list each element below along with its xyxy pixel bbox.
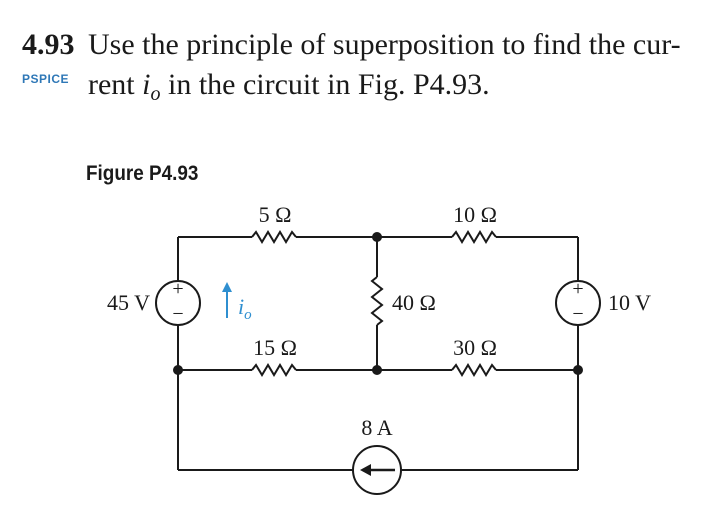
resistor-40-ohm xyxy=(370,276,384,326)
label-40-ohm: 40 Ω xyxy=(392,290,436,315)
nodes xyxy=(173,232,583,375)
figure-caption: Figure P4.93 xyxy=(86,162,199,185)
label-10-volt: 10 V xyxy=(608,290,651,315)
current-source-8a xyxy=(352,445,402,495)
resistor-5-ohm xyxy=(251,230,297,244)
source-10v-circle xyxy=(555,280,601,326)
current-variable-subscript: o xyxy=(150,83,161,105)
node-mid-left xyxy=(173,365,183,375)
left-arrow-icon xyxy=(360,464,371,476)
source-45v-plus: + xyxy=(172,278,183,300)
current-variable: i xyxy=(142,68,151,101)
label-8-amp: 8 A xyxy=(361,415,392,440)
problem-statement-line-1: Use the principle of superposition to fi… xyxy=(88,28,681,61)
node-mid-right xyxy=(573,365,583,375)
resistor-30-ohm xyxy=(451,363,497,377)
label-io-sub: o xyxy=(244,307,252,323)
up-arrow-icon xyxy=(222,282,232,292)
source-10v-plus: + xyxy=(572,278,583,300)
label-10-ohm: 10 Ω xyxy=(453,202,497,227)
label-45-volt: 45 V xyxy=(107,290,150,315)
resistor-10-ohm xyxy=(451,230,497,244)
source-10v-minus: − xyxy=(572,303,583,325)
node-mid-center xyxy=(372,365,382,375)
pspice-tag: PSPICE xyxy=(22,72,70,86)
label-io: io xyxy=(238,294,252,323)
source-45v-minus: − xyxy=(172,303,183,325)
label-io-var: i xyxy=(238,294,244,319)
label-15-ohm: 15 Ω xyxy=(253,335,297,360)
problem-number: 4.93 xyxy=(22,28,75,61)
line2-suffix: in the circuit in Fig. P4.93. xyxy=(160,68,490,101)
voltage-source-45v: + − xyxy=(155,278,201,326)
node-top-middle xyxy=(372,232,382,242)
problem-statement-line-2: rent io in the circuit in Fig. P4.93. xyxy=(88,68,490,106)
label-30-ohm: 30 Ω xyxy=(453,335,497,360)
voltage-source-10v: + − xyxy=(555,278,601,326)
line2-prefix: rent xyxy=(88,68,143,101)
label-5-ohm: 5 Ω xyxy=(259,202,292,227)
source-45v-circle xyxy=(155,280,201,326)
io-arrow xyxy=(222,282,232,318)
resistor-15-ohm xyxy=(251,363,297,377)
